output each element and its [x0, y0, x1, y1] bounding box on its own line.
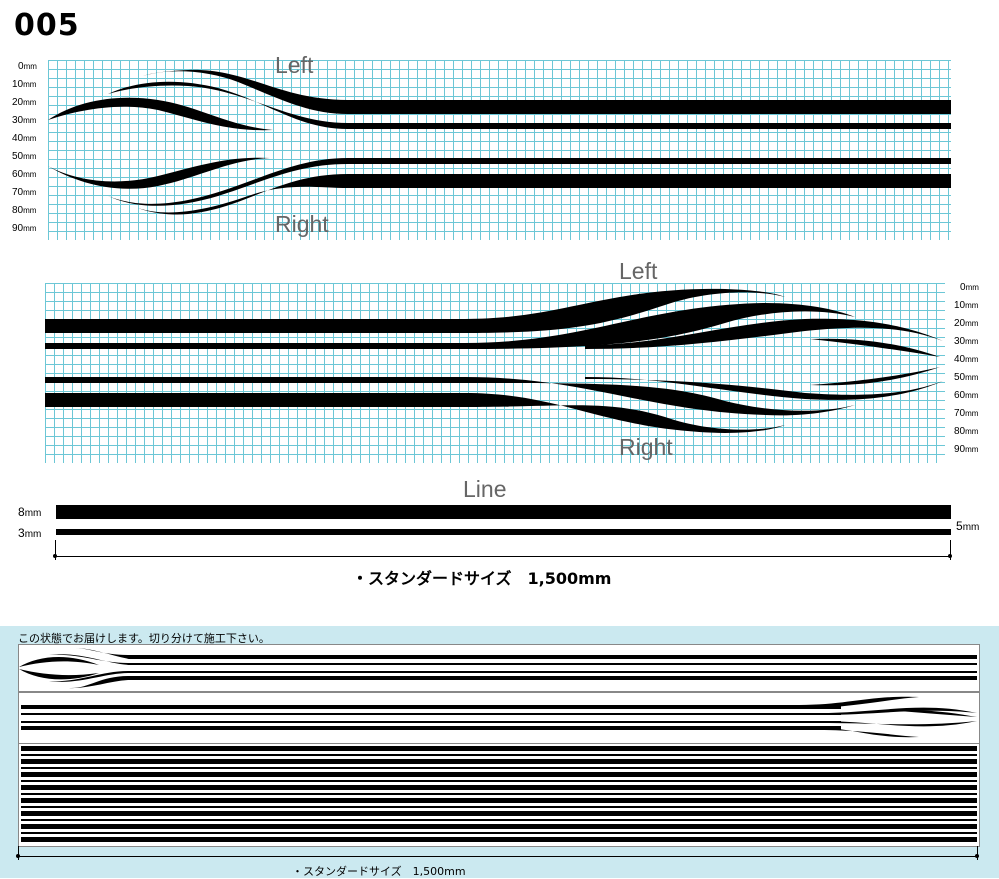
- tick-label: 20: [12, 97, 24, 108]
- tick-label: 80: [12, 205, 24, 216]
- standard-size-label: ・スタンダードサイズ 1,500mm: [352, 569, 612, 588]
- tick-label: 50: [12, 151, 24, 162]
- label-left-middle: Left: [619, 258, 658, 284]
- flame-stripes-left: [48, 69, 951, 215]
- delivery-length-ruler: [18, 856, 977, 857]
- ruler-right-end: [950, 540, 951, 560]
- label-left-upper: Left: [275, 52, 314, 78]
- delivery-dot-left: [16, 854, 20, 858]
- delivery-ruler-right: [977, 846, 978, 860]
- length-ruler: [55, 556, 951, 557]
- tick-label: 70: [954, 408, 966, 419]
- width-5mm-label: 5mm: [956, 519, 980, 533]
- tick-label: 50: [954, 372, 966, 383]
- scale-ticks-left: 0mm 10mm 20mm 30mm 40mm 50mm 60mm 70mm 8…: [12, 61, 37, 234]
- tick-label: 90: [954, 444, 966, 455]
- delivery-standard-size: ・スタンダードサイズ 1,500mm: [292, 865, 466, 878]
- tick-label: 90: [12, 223, 24, 234]
- ruler-dot-left: [53, 554, 57, 558]
- tick-label: 40: [12, 133, 24, 144]
- line-title: Line: [463, 476, 507, 502]
- tick-label: 0: [960, 282, 966, 293]
- sheet-lines-art: [21, 746, 977, 842]
- width-3mm-label: 3mm: [18, 526, 42, 540]
- width-8mm-label: 8mm: [18, 505, 42, 519]
- tick-label: 30: [954, 336, 966, 347]
- tick-label: 10: [12, 79, 24, 90]
- delivery-dot-right: [975, 854, 979, 858]
- scale-ticks-right: 0mm 10mm 20mm 30mm 40mm 50mm 60mm 70mm 8…: [954, 282, 979, 455]
- sheet-right-flames-art: [21, 696, 977, 738]
- grid-panel-upper: [48, 60, 951, 240]
- tick-label: 0: [18, 61, 24, 72]
- flame-stripes-right: [45, 288, 943, 433]
- ruler-dot-right: [948, 554, 952, 558]
- sheet-right-flames: [18, 692, 980, 744]
- delivery-ruler-left: [18, 846, 19, 860]
- tick-label: 30: [12, 115, 24, 126]
- sheet-lines: [18, 743, 980, 847]
- stripe-3mm: [56, 529, 951, 535]
- tick-label: 70: [12, 187, 24, 198]
- tick-label: 20: [954, 318, 966, 329]
- label-right-middle: Right: [619, 434, 673, 460]
- product-code: 005: [14, 8, 80, 43]
- sheet-left-flames-art: [19, 647, 977, 689]
- tick-label: 10: [954, 300, 966, 311]
- tick-label: 60: [12, 169, 24, 180]
- tick-label: 40: [954, 354, 966, 365]
- ruler-left-end: [55, 540, 56, 560]
- tick-label: 60: [954, 390, 966, 401]
- stripe-8mm: [56, 505, 951, 519]
- grid-panel-middle: [45, 283, 945, 463]
- tick-label: 80: [954, 426, 966, 437]
- sheet-left-flames: [18, 644, 980, 692]
- delivery-note: この状態でお届けします。切り分けて施工下さい。: [18, 632, 270, 645]
- label-right-upper: Right: [275, 211, 329, 237]
